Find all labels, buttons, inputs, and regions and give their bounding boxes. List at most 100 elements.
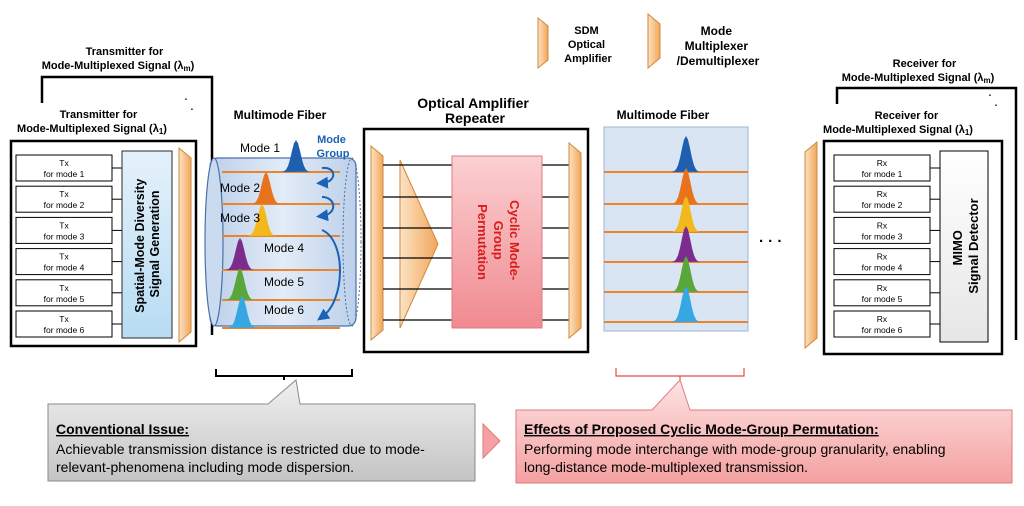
rx-box-subtitle: for mode 6	[862, 325, 903, 335]
transmitter-stack-dots: .	[184, 87, 188, 103]
permutation-label: Cyclic Mode- Group Permutation	[475, 200, 522, 284]
mode-1-label: Mode 1	[240, 141, 280, 155]
fiber-right-body	[603, 126, 749, 332]
fiber-left-mode-peaks	[226, 140, 310, 328]
repeater-demux-icon	[370, 144, 384, 342]
tx-box-subtitle: for mode 5	[44, 294, 85, 304]
mode-2-peak-right	[672, 168, 700, 204]
rx-box-subtitle: for mode 5	[862, 294, 903, 304]
callout-arrow-icon	[482, 422, 501, 460]
transmitter-stack-dots-2: .	[190, 97, 194, 113]
mode-3-peak-right	[672, 196, 700, 232]
rx-box-subtitle: for mode 3	[862, 231, 903, 241]
mode-group-arrow-3	[317, 229, 341, 321]
repeater-mux-icon	[568, 141, 582, 340]
tx-box-title: Tx	[59, 314, 69, 324]
callout-proposed-box	[515, 379, 1013, 484]
tx-box-title: Tx	[59, 189, 69, 199]
diversity-label: Spatial-Mode Diversity Signal Generation	[133, 175, 162, 313]
diversity-block	[121, 150, 173, 339]
mode-6-peak-right	[672, 286, 700, 322]
mode-3-peak-left	[248, 204, 276, 236]
fiber-right-brace	[615, 368, 745, 380]
tx-box-subtitle: for mode 4	[44, 263, 85, 273]
tx-box-title: Tx	[59, 158, 69, 168]
fiber-left-end-front	[204, 157, 224, 327]
mode-6-peak-left	[228, 296, 256, 328]
tx-box-title: Tx	[59, 252, 69, 262]
mode-group-arrow-2	[316, 196, 335, 222]
repeater-amplifier-icon	[399, 159, 439, 329]
repeater-title: Optical Amplifier Repeater	[417, 95, 532, 126]
fiber-right-cores	[604, 171, 748, 323]
rx-box-title: Rx	[877, 189, 888, 199]
fiber-left-brace	[215, 369, 353, 380]
callout-conventional-box	[47, 379, 476, 482]
mode-1-peak-right	[672, 136, 700, 172]
tx-box-title: Tx	[59, 283, 69, 293]
rx-box-subtitle: for mode 2	[862, 200, 903, 210]
fiber-right-title: Multimode Fiber	[617, 108, 710, 122]
rx-box-subtitle: for mode 4	[862, 263, 903, 273]
tx-box-subtitle: for mode 6	[44, 325, 85, 335]
rx-mode-demux-icon	[804, 140, 818, 350]
fiber-right-mode-peaks	[672, 136, 700, 322]
fiber-left-end-back	[342, 157, 362, 327]
ellipsis: · · ·	[759, 233, 782, 250]
transmitter: Transmitter for Mode-Multiplexed Signal …	[9, 46, 214, 348]
rx-box-subtitle: for mode 1	[862, 169, 903, 179]
rx-box-title: Rx	[877, 314, 888, 324]
mode-4-peak-left	[226, 238, 254, 270]
mode-group-arrow-1	[316, 166, 335, 189]
mode-5-peak-left	[226, 268, 254, 300]
mimo-detector-block	[939, 150, 989, 343]
receiver-stack-dots: .	[988, 83, 992, 99]
rx-box-title: Rx	[877, 283, 888, 293]
tx-mode-mux-icon	[178, 146, 192, 344]
fiber-left-title: Multimode Fiber	[234, 108, 327, 122]
mimo-detector-label: MIMO Signal Detector	[950, 198, 981, 293]
tx-box-subtitle: for mode 1	[44, 169, 85, 179]
transmitter-inner-label: Transmitter for Mode-Multiplexed Signal …	[17, 109, 167, 136]
tx-box-subtitle: for mode 3	[44, 231, 85, 241]
callout-proposed-body: Performing mode interchange with mode-gr…	[524, 441, 949, 475]
legend: SDM Optical Amplifier Mode Multiplexer /…	[537, 12, 760, 70]
callout-conventional-heading: Conventional Issue:	[56, 421, 189, 437]
sdm-amplifier-legend-icon	[537, 16, 549, 70]
mode-2-label: Mode 2	[220, 181, 260, 195]
repeater: Optical Amplifier Repeater Cyclic Mode- …	[362, 95, 590, 354]
legend-sdm-amplifier-label: SDM Optical Amplifier	[564, 25, 612, 65]
rx-box-title: Rx	[877, 252, 888, 262]
transmitter-outer-label: Transmitter for Mode-Multiplexed Signal …	[42, 46, 195, 73]
receiver-outer-label: Receiver for Mode-Multiplexed Signal (λm…	[842, 58, 995, 85]
fiber-right: Multimode Fiber	[603, 108, 749, 380]
mode-1-peak-left	[282, 140, 310, 172]
receiver-inner-label: Receiver for Mode-Multiplexed Signal (λ1…	[823, 110, 973, 137]
legend-mode-mux-label: Mode Multiplexer /Demultiplexer	[677, 24, 760, 68]
tx-box-title: Tx	[59, 220, 69, 230]
receiver-stack-dots-2: .	[994, 93, 998, 109]
receiver: Receiver for Mode-Multiplexed Signal (λm…	[804, 58, 1018, 356]
rx-box-title: Rx	[877, 220, 888, 230]
mode-5-peak-right	[672, 256, 700, 292]
callout-proposed-heading: Effects of Proposed Cyclic Mode-Group Pe…	[524, 421, 879, 437]
mode-4-peak-right	[672, 226, 700, 262]
callout-conventional: Conventional Issue: Achievable transmiss…	[47, 379, 476, 482]
